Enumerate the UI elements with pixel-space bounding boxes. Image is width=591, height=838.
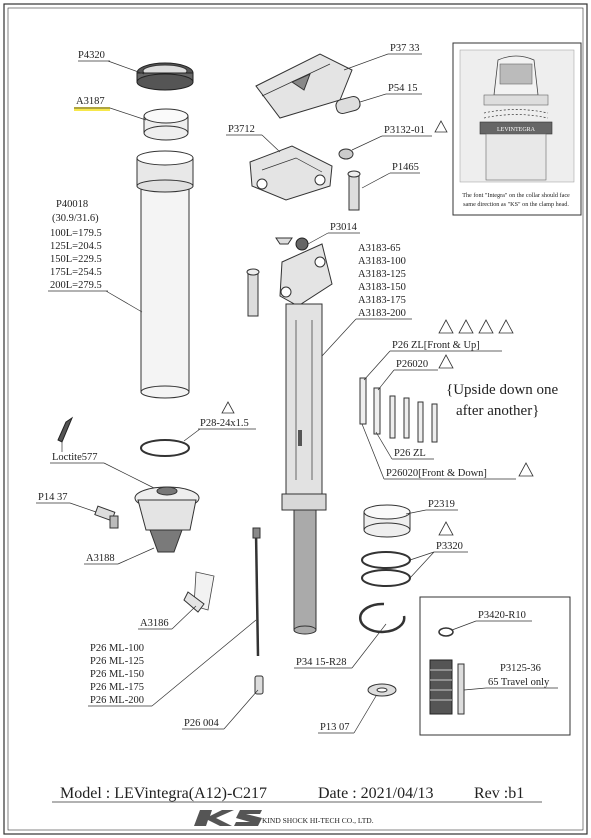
part-p3712-saddle-clamp — [249, 145, 333, 201]
revision-triangle-p28 — [221, 401, 235, 414]
label-p34-15-r28: P34 15-R28 — [296, 657, 346, 668]
part-p4320-ring — [136, 62, 194, 91]
label-a3183-200: A3183-200 — [358, 308, 406, 319]
label-p40018-175l: 175L=254.5 — [50, 267, 102, 278]
label-a3187-highlight — [74, 107, 110, 111]
part-p40018-tube — [136, 150, 194, 399]
label-p26020-front-down: P26020[Front & Down] — [386, 468, 487, 479]
sheet-border — [3, 3, 588, 835]
label-p26-zl: P26 ZL — [394, 448, 426, 459]
part-p26-004 — [254, 675, 264, 695]
label-p3132-01: P3132-01 — [384, 125, 425, 136]
label-p3014: P3014 — [330, 222, 358, 233]
label-p28: P28-24x1.5 — [200, 418, 249, 429]
label-p2319: P2319 — [428, 499, 455, 510]
inset-photo-panel: LEVINTEGRA The font "Integra" on the col… — [452, 42, 582, 216]
note-upside-down-line-2: after another} — [456, 403, 539, 419]
part-p34-15-r28-clip — [359, 602, 406, 634]
part-loctite-tube — [57, 416, 74, 443]
footer-model: Model : LEVintegra(A12)-C217 — [60, 785, 267, 802]
label-p1465: P1465 — [392, 162, 419, 173]
label-p37-33: P37 33 — [390, 43, 419, 54]
footer-date: Date : 2021/04/13 — [318, 785, 434, 802]
label-a3183-125: A3183-125 — [358, 269, 406, 280]
revision-triangle-p26020 — [438, 354, 454, 369]
footer-company: KIND SHOCK HI-TECH CO., LTD. — [262, 816, 374, 825]
revision-triangles-p26zl — [438, 319, 514, 334]
part-p3125-36-spacers — [429, 659, 465, 715]
inset-caption-line-1: The font "Integra" on the collar should … — [462, 192, 570, 199]
inset-caption-line-2: same direction as "KS" on the clamp head… — [463, 201, 569, 208]
label-a3183-175: A3183-175 — [358, 295, 406, 306]
label-p13-07: P13 07 — [320, 722, 349, 733]
footer-rev: Rev :b1 — [474, 785, 524, 802]
part-p54-15-pin — [335, 95, 361, 115]
label-p26-ml-200: P26 ML-200 — [90, 695, 144, 706]
label-p26-zl-front-up: P26 ZL[Front & Up] — [392, 340, 480, 351]
label-p40018-125l: 125L=204.5 — [50, 241, 102, 252]
part-p26-zl-keys — [359, 377, 438, 443]
part-p14-37-screw — [94, 505, 119, 529]
label-a3183-65: A3183-65 — [358, 243, 401, 254]
label-p26020: P26020 — [396, 359, 428, 370]
label-65-travel-only: 65 Travel only — [488, 677, 550, 688]
label-p26-004: P26 004 — [184, 718, 219, 729]
label-p3712: P3712 — [228, 124, 255, 135]
part-long-bolt — [246, 268, 260, 317]
label-a3186: A3186 — [140, 618, 169, 629]
part-small-nut — [275, 237, 293, 245]
label-p40018-200l: 200L=279.5 — [50, 280, 102, 291]
part-p37-33-clamp-top — [255, 53, 353, 119]
ks-logo — [194, 810, 262, 826]
revision-triangle-p26020-fd — [518, 462, 534, 477]
label-p40018-100l: 100L=179.5 — [50, 228, 102, 239]
label-a3183-100: A3183-100 — [358, 256, 406, 267]
part-p3014 — [295, 237, 309, 251]
part-a3187-bushing — [143, 108, 189, 141]
sheet-inner-border — [7, 7, 584, 831]
part-p26-ml-rod — [252, 527, 261, 657]
label-p26-ml-100: P26 ML-100 — [90, 643, 144, 654]
travel-kit-box — [419, 596, 571, 736]
label-p26-ml-125: P26 ML-125 — [90, 656, 144, 667]
part-a3186-lever — [183, 571, 215, 613]
label-p54-15: P54 15 — [388, 83, 417, 94]
revision-triangle-p3320 — [438, 521, 454, 536]
label-p3125-36: P3125-36 — [500, 663, 541, 674]
label-p40018-diam: (30.9/31.6) — [52, 213, 99, 224]
label-p4320: P4320 — [78, 50, 105, 61]
part-p2319-bushing — [363, 504, 411, 538]
part-p1465-bolt — [347, 170, 361, 211]
part-p3132-01 — [338, 148, 354, 160]
label-p40018-150l: 150L=229.5 — [50, 254, 102, 265]
part-a3183-seatpost — [279, 243, 333, 635]
label-p26-ml-150: P26 ML-150 — [90, 669, 144, 680]
part-p13-07-washer — [367, 683, 397, 697]
inset-collar-text: LEVINTEGRA — [497, 127, 536, 133]
label-a3183-150: A3183-150 — [358, 282, 406, 293]
part-p3320-oring-2 — [361, 569, 411, 587]
part-a3188-clamp — [134, 486, 200, 553]
label-p3320: P3320 — [436, 541, 463, 552]
label-p14-37: P14 37 — [38, 492, 67, 503]
label-a3187: A3187 — [76, 96, 105, 107]
note-upside-down-line-1: {Upside down one — [446, 382, 559, 398]
label-loctite577: Loctite577 — [52, 452, 98, 463]
label-p3420-r10: P3420-R10 — [478, 610, 526, 621]
part-p3420-r10 — [438, 627, 454, 637]
revision-triangle-p3132 — [434, 120, 448, 133]
label-a3188: A3188 — [86, 553, 115, 564]
part-p28-oring — [140, 439, 190, 457]
label-p40018: P40018 — [56, 199, 88, 210]
part-p3320-oring-1 — [361, 551, 411, 569]
label-p26-ml-175: P26 ML-175 — [90, 682, 144, 693]
